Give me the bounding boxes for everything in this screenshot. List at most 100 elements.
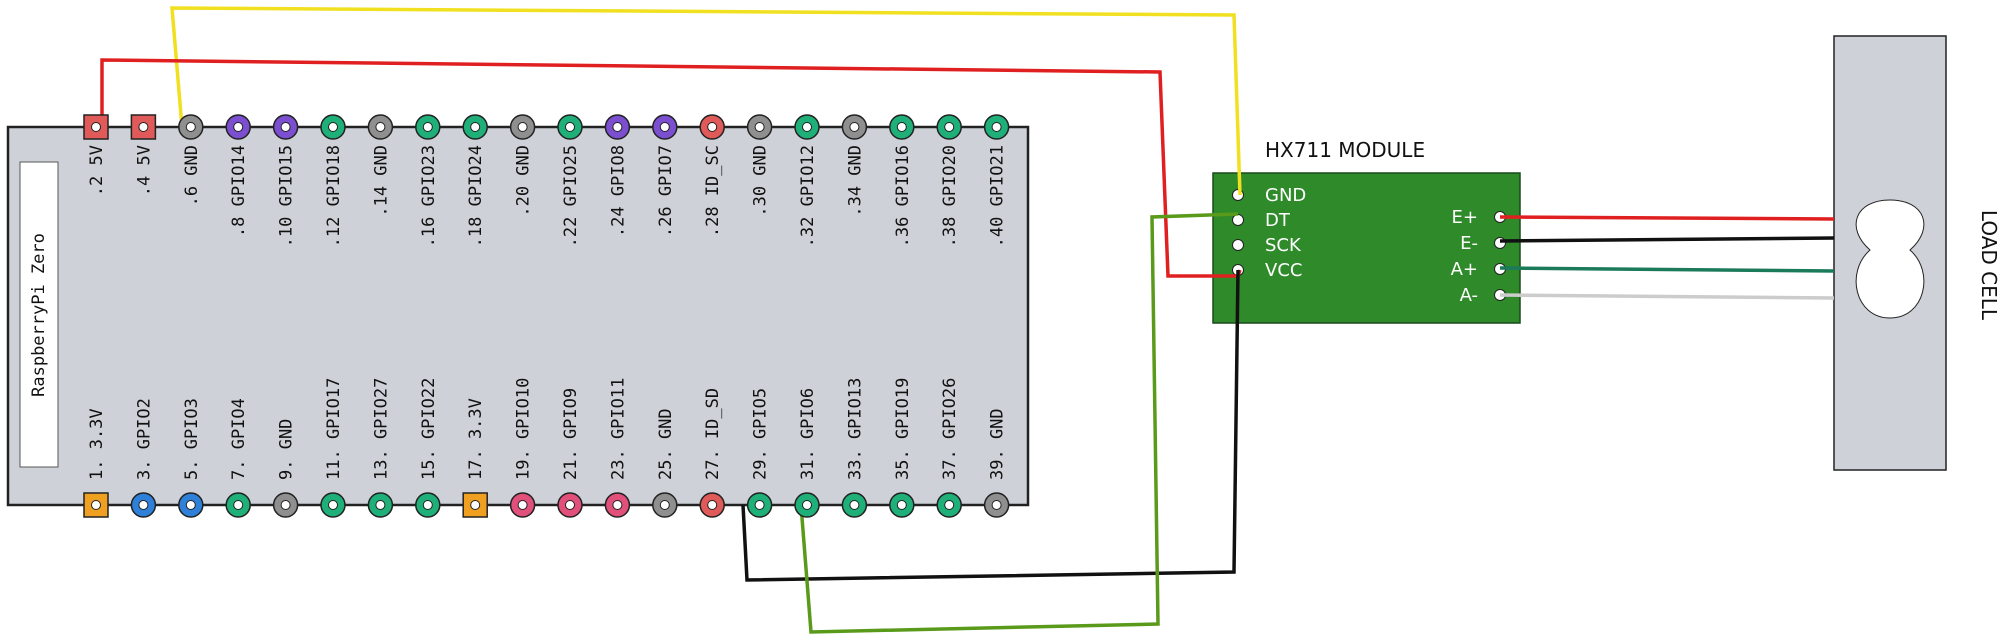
pin-hole (233, 500, 244, 510)
pin-hole (944, 500, 955, 510)
module-pin-label: GND (1265, 185, 1306, 206)
load-cell-label: LOAD CELL (1977, 210, 2000, 321)
module-pin-sck (1232, 239, 1244, 251)
pin-label-bottom-18: 35. GPIO19 (893, 378, 913, 480)
pin-hole (328, 500, 338, 510)
board-name: RaspberryPi Zero (29, 233, 49, 397)
pin-label-bottom-15: 29. GPIO5 (751, 388, 771, 480)
module-pin-label: A- (1460, 285, 1478, 306)
pin-label-bottom-6: 11. GPIO17 (324, 378, 344, 480)
pin-label-bottom-7: 13. GPIO27 (371, 378, 391, 480)
module-pin-label: E- (1460, 233, 1478, 254)
pin-hole (375, 122, 386, 132)
pin-label-top-20: .40 GPIO21 (988, 145, 1008, 247)
pin-label-bottom-13: 25. GND (656, 408, 676, 480)
wire-green-dt (799, 212, 1239, 634)
pin-label-bottom-5: 9. GND (277, 419, 297, 480)
pin-hole (802, 500, 812, 510)
pin-label-bottom-9: 17. 3.3V (466, 398, 486, 480)
raspberry-pi-board (6, 125, 1030, 507)
pin-hole (612, 500, 623, 510)
pin-label-top-2: .4 5V (134, 145, 154, 196)
pin-label-top-6: .12 GPIO18 (324, 145, 344, 247)
pin-hole (565, 500, 575, 510)
module-pin-e- (1494, 237, 1506, 249)
pin-label-bottom-16: 31. GPIO6 (798, 388, 818, 480)
module-pin-label: DT (1265, 210, 1291, 231)
pin-label-bottom-19: 37. GPIO26 (940, 378, 960, 480)
module-pin-label: A+ (1451, 259, 1478, 280)
wire-e-minus (1499, 236, 1835, 243)
pin-hole (565, 122, 575, 132)
wire-yellow-gnd (170, 6, 1242, 196)
pin-hole (944, 122, 955, 132)
pin-label-top-9: .18 GPIO24 (466, 145, 486, 247)
module-pin-label: E+ (1452, 207, 1478, 228)
pin-hole (91, 500, 101, 510)
pin-label-bottom-8: 15. GPIO22 (419, 378, 439, 480)
pin-hole (138, 122, 149, 132)
pin-hole (517, 122, 528, 132)
pin-hole (754, 122, 765, 132)
pin-label-top-3: .6 GND (182, 145, 202, 206)
pin-hole (422, 122, 433, 132)
module-pin-label: SCK (1265, 235, 1302, 256)
pin-label-bottom-2: 3. GPIO2 (134, 398, 154, 480)
pin-hole (991, 500, 1002, 510)
module-pin-label: VCC (1265, 260, 1302, 281)
pin-hole (470, 500, 481, 510)
pin-hole (375, 500, 386, 510)
pin-hole (280, 500, 291, 510)
pin-hole (280, 122, 291, 132)
pin-label-top-15: .30 GND (751, 145, 771, 217)
pin-hole (849, 122, 860, 132)
wire-a-minus (1499, 293, 1835, 300)
pin-label-top-7: .14 GND (371, 145, 391, 217)
pin-label-bottom-3: 5. GPIO3 (182, 398, 202, 480)
pin-hole (896, 500, 907, 510)
wire-a-plus (1499, 266, 1835, 273)
pin-hole (233, 122, 244, 132)
load-cell-hole (1855, 199, 1925, 319)
pin-label-top-5: .10 GPIO15 (277, 145, 297, 247)
pin-label-bottom-10: 19. GPIO10 (514, 378, 534, 480)
module-pin-dt (1232, 214, 1244, 226)
pin-hole (422, 500, 433, 510)
pin-label-bottom-1: 1. 3.3V (87, 408, 107, 480)
pin-label-top-12: .24 GPIO8 (608, 145, 628, 237)
hx711-module (1212, 172, 1521, 324)
pin-label-top-4: .8 GPIO14 (229, 145, 249, 237)
pin-hole (896, 122, 907, 132)
pin-hole (612, 122, 623, 132)
pin-label-top-16: .32 GPIO12 (798, 145, 818, 247)
pin-label-top-11: .22 GPIO25 (561, 145, 581, 247)
pin-label-bottom-12: 23. GPIO11 (608, 378, 628, 480)
pin-hole (707, 500, 718, 510)
wire-black-sck (741, 269, 1240, 582)
pin-hole (849, 500, 860, 510)
pin-label-top-14: .28 ID_SC (703, 145, 723, 237)
pin-hole (754, 500, 765, 510)
pin-hole (185, 500, 196, 510)
pin-label-bottom-17: 33. GPIO13 (845, 378, 865, 480)
pin-label-top-8: .16 GPIO23 (419, 145, 439, 247)
wire-e-plus (1499, 215, 1835, 221)
pin-hole (470, 122, 481, 132)
pin-label-bottom-20: 39. GND (988, 408, 1008, 480)
pin-hole (138, 500, 149, 510)
pin-label-top-18: .36 GPIO16 (893, 145, 913, 247)
pin-hole (707, 122, 718, 132)
pin-label-top-10: .20 GND (514, 145, 534, 217)
pin-label-bottom-11: 21. GPIO9 (561, 388, 581, 480)
pin-hole (802, 122, 812, 132)
pin-label-top-17: .34 GND (845, 145, 865, 217)
pin-hole (659, 500, 670, 510)
pin-label-top-19: .38 GPIO20 (940, 145, 960, 247)
pin-hole (517, 500, 528, 510)
pin-hole (91, 122, 101, 132)
module-pin-gnd (1232, 189, 1244, 201)
pin-label-top-1: .2 5V (87, 145, 107, 196)
pin-label-top-13: .26 GPIO7 (656, 145, 676, 237)
pin-hole (185, 122, 196, 132)
